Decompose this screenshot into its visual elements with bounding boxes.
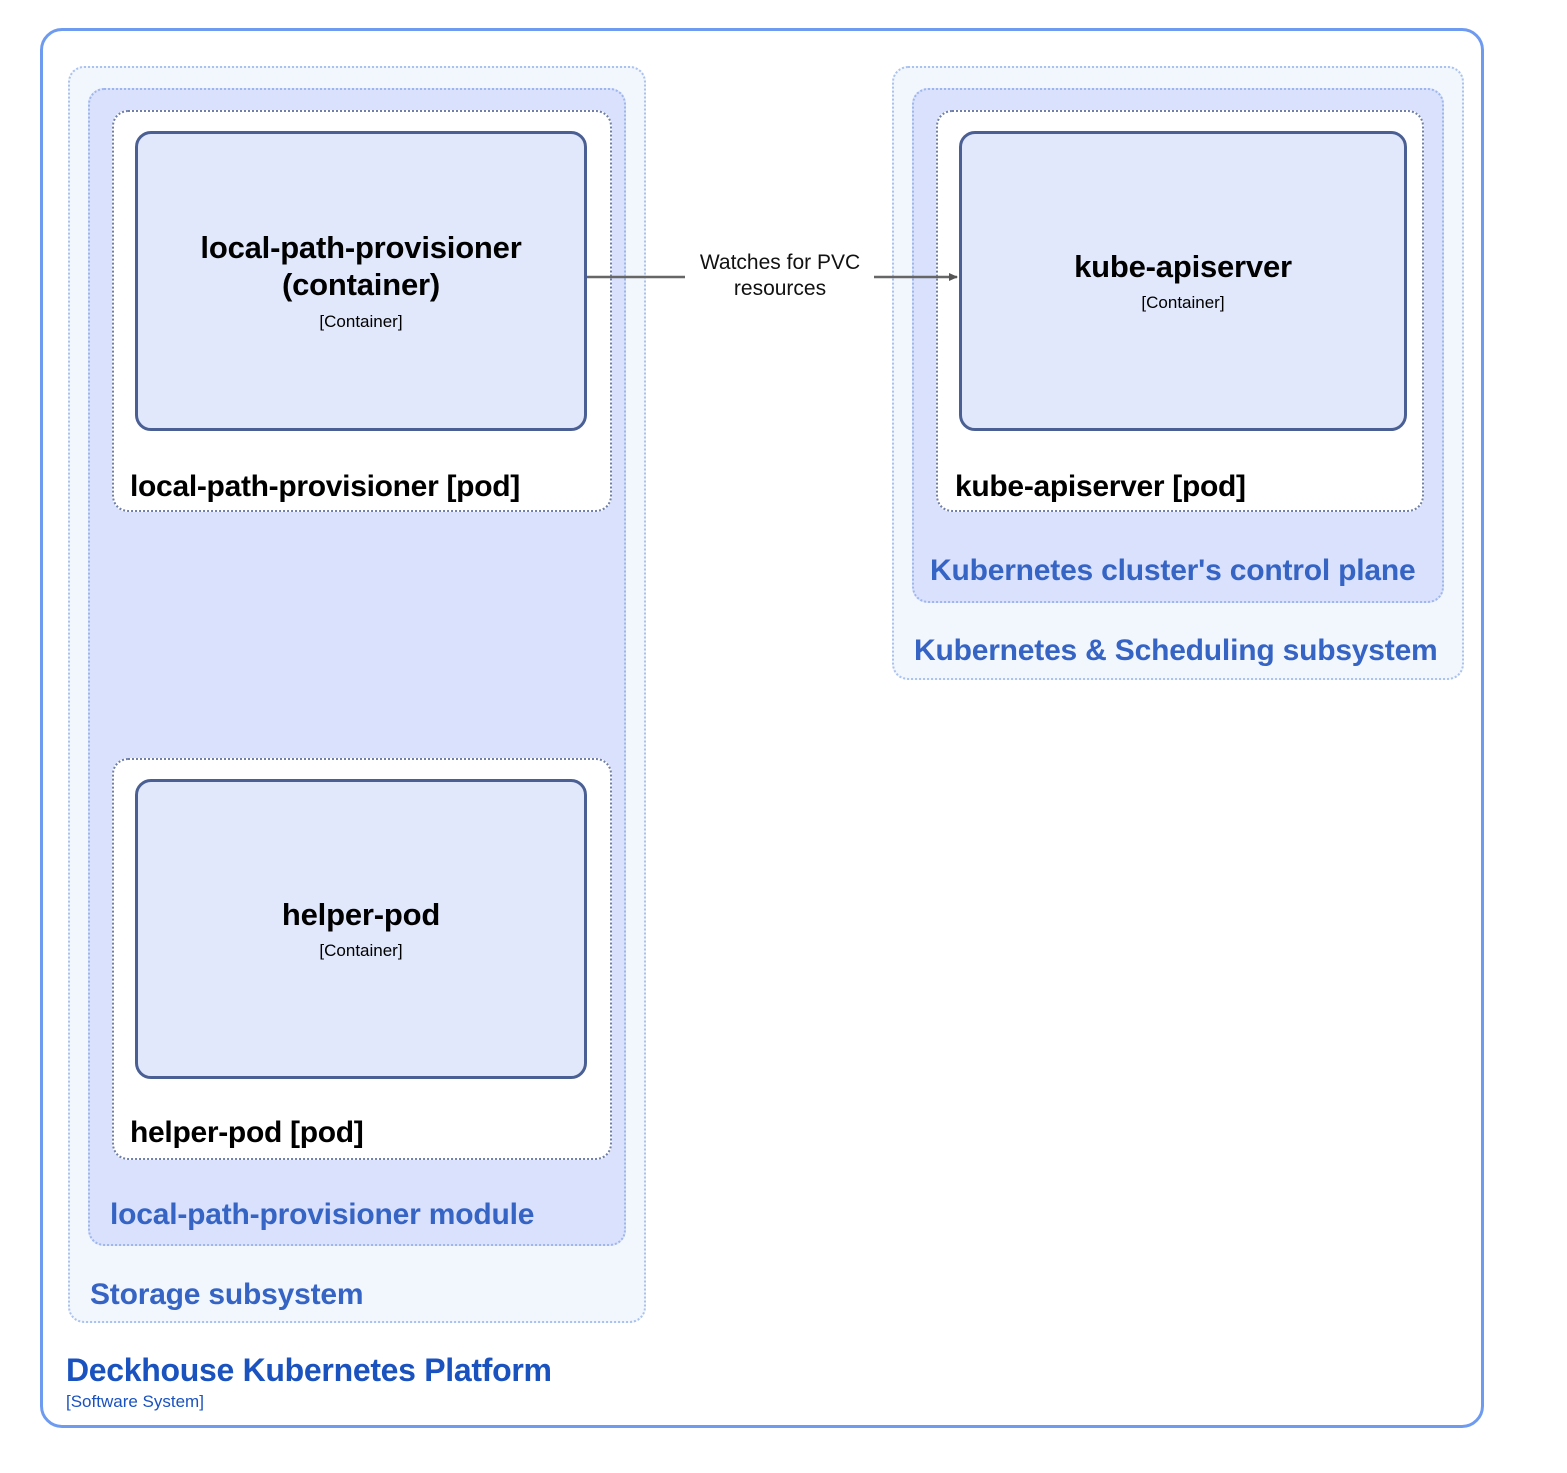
container-local-path-provisioner[interactable]: local-path-provisioner (container) [Cont…: [135, 131, 587, 431]
container-helper-pod-type: [Container]: [319, 941, 403, 961]
container-helper-pod[interactable]: helper-pod [Container]: [135, 779, 587, 1079]
software-system-type-label: [Software System]: [66, 1392, 204, 1411]
container-kube-apiserver-type: [Container]: [1141, 293, 1225, 313]
pod-local-path-provisioner-label: local-path-provisioner [pod]: [130, 470, 520, 503]
container-local-path-provisioner-type: [Container]: [319, 311, 403, 331]
software-system-label: Deckhouse Kubernetes Platform: [66, 1352, 552, 1388]
container-kube-apiserver-title: kube-apiserver: [1074, 248, 1292, 284]
subsystem-kubernetes-scheduling-label: Kubernetes & Scheduling subsystem: [914, 634, 1438, 667]
subsystem-storage-label: Storage subsystem: [90, 1278, 364, 1311]
pod-kube-apiserver-label: kube-apiserver [pod]: [955, 470, 1246, 503]
container-kube-apiserver[interactable]: kube-apiserver [Container]: [959, 131, 1407, 431]
container-helper-pod-title: helper-pod: [281, 896, 441, 932]
module-local-path-provisioner-label: local-path-provisioner module: [110, 1198, 535, 1231]
container-local-path-provisioner-title: local-path-provisioner (container): [200, 230, 522, 302]
pod-helper-pod-label: helper-pod [pod]: [130, 1116, 364, 1149]
module-control-plane-label: Kubernetes cluster's control plane: [930, 554, 1416, 587]
relationship-watches-pvc-label: Watches for PVC resources: [699, 251, 861, 301]
